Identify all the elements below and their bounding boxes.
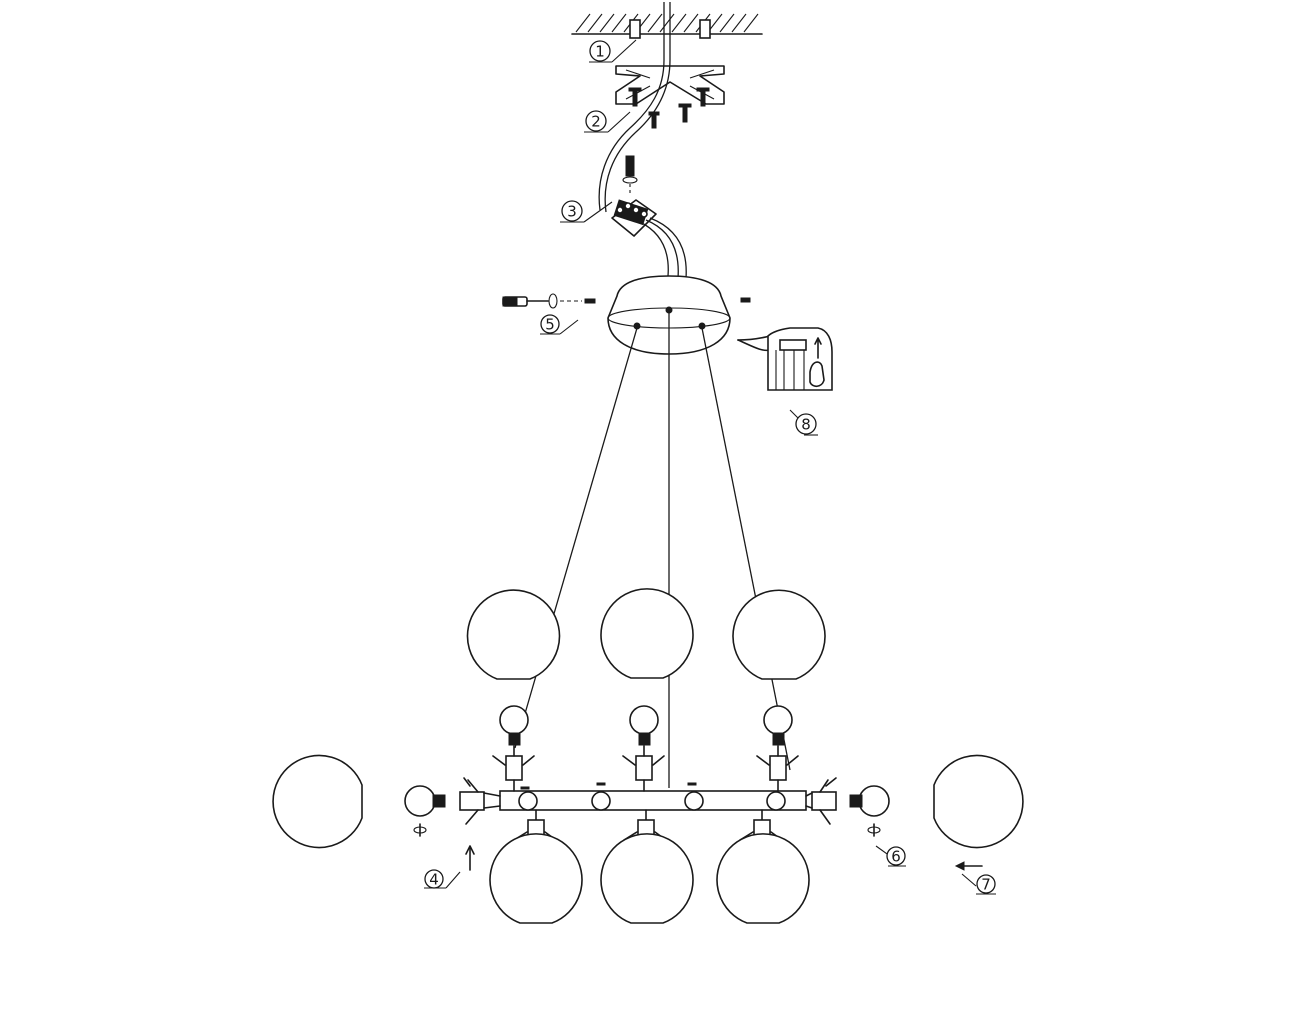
ceiling	[571, 13, 763, 39]
callout-2: 2	[585, 110, 607, 132]
screw-icon	[648, 111, 660, 129]
glass-globe	[272, 754, 363, 849]
bulb-icon	[849, 785, 890, 817]
suspension-cables	[514, 312, 791, 788]
callout-label: 3	[567, 203, 577, 221]
arrow-up-icon	[465, 845, 475, 871]
mounting-bracket	[615, 65, 725, 129]
callout-leaders	[424, 39, 996, 895]
canopy	[607, 275, 751, 355]
glass-globe	[600, 588, 694, 679]
bulb-icon	[404, 785, 446, 817]
terminal-block	[611, 155, 657, 237]
screw-icon	[678, 103, 692, 123]
glass-globe	[732, 589, 826, 680]
upper-globes	[466, 588, 826, 680]
screwdriver-icon	[502, 293, 596, 309]
callout-label: 7	[981, 876, 991, 894]
glass-globe	[716, 833, 810, 924]
screw-icon	[696, 87, 710, 107]
side-globes	[272, 754, 1024, 849]
callout-label: 8	[801, 416, 811, 434]
callout-label: 2	[591, 113, 601, 131]
bulb-icon	[499, 705, 529, 746]
callout-label: 6	[891, 848, 901, 866]
callout-8: 8	[795, 413, 817, 435]
upper-sockets	[492, 745, 799, 792]
wall-plug	[699, 19, 711, 39]
rotate-icon	[413, 823, 427, 837]
callout-7: 7	[976, 874, 996, 894]
screw-icon	[628, 87, 642, 107]
detail-bubble-8	[737, 327, 833, 391]
glass-globe	[600, 833, 694, 924]
callout-4: 4	[424, 869, 444, 889]
callout-6: 6	[886, 846, 906, 866]
glass-globe	[933, 754, 1024, 849]
rotate-icon	[867, 823, 881, 837]
frame-bar	[499, 782, 807, 811]
callout-label: 5	[545, 316, 555, 334]
callout-3: 3	[561, 200, 583, 222]
callout-1: 1	[589, 40, 611, 62]
bulb-icon	[629, 705, 659, 746]
callout-label: 1	[595, 43, 605, 61]
supply-wire	[598, 2, 665, 211]
arrow-left-icon	[954, 861, 983, 871]
glass-globe	[466, 589, 561, 680]
upper-bulbs	[499, 705, 793, 746]
wall-plug	[629, 19, 641, 39]
bulb-icon	[763, 705, 793, 746]
callout-5: 5	[540, 314, 560, 334]
lower-globes	[489, 833, 810, 924]
callout-label: 4	[429, 871, 439, 889]
screw-icon	[625, 155, 635, 177]
side-sockets	[459, 777, 837, 825]
glass-globe	[489, 833, 583, 924]
side-bulbs	[404, 785, 890, 817]
